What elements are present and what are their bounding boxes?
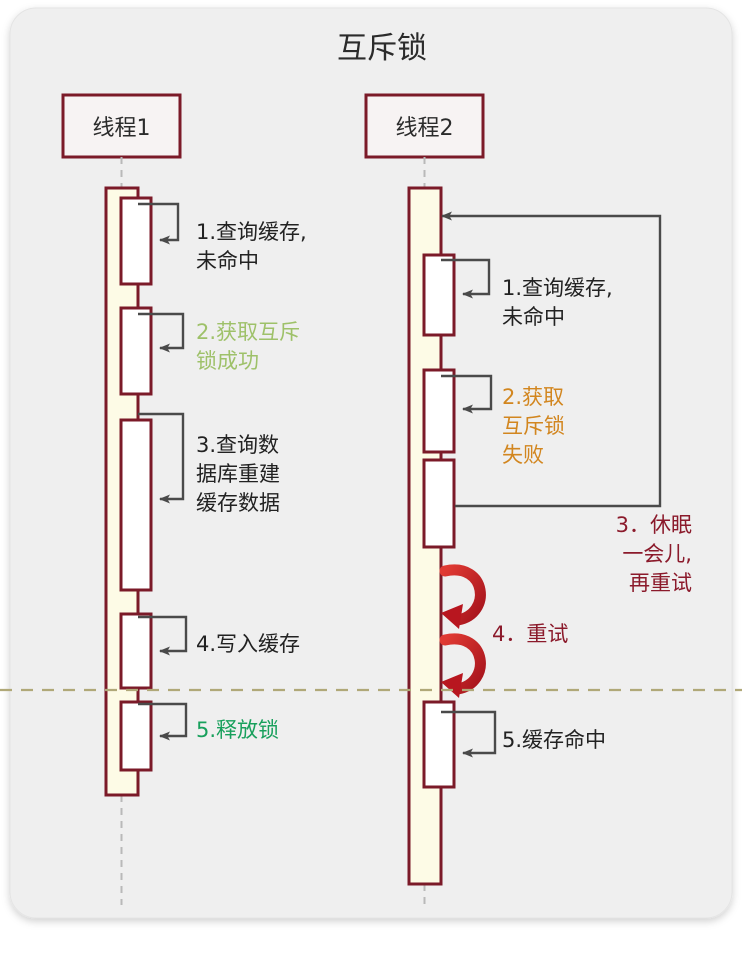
page-title: 互斥锁 <box>337 31 427 66</box>
step-line: 互斥锁 <box>502 414 565 438</box>
step-line: 一会儿, <box>622 542 692 566</box>
self-call-thread-2-step-5 <box>441 710 497 758</box>
step-line: 1.查询缓存, <box>502 276 613 300</box>
retry-loop-arrow-thread-2 <box>441 211 662 508</box>
activation-thread-2-step-1 <box>422 253 456 337</box>
label-thread-1-step-3: 3.查询数 据库重建 缓存数据 <box>196 433 280 515</box>
actor-label: 线程2 <box>396 116 454 141</box>
step-line: 失败 <box>502 443 544 467</box>
step-line: 3.查询数 <box>196 433 279 457</box>
activation-thread-1-step-3 <box>119 418 153 592</box>
step-line: 2.获取 <box>502 385 564 409</box>
label-thread-2-step-4: 4．重试 <box>492 622 568 646</box>
label-thread-2-step-1: 1.查询缓存, 未命中 <box>502 276 613 329</box>
label-thread-1-step-1: 1.查询缓存, 未命中 <box>196 220 307 273</box>
step-line: 3．休眠 <box>616 513 692 537</box>
actor-label: 线程1 <box>93 116 151 141</box>
activation-thread-2-step-5 <box>422 700 456 789</box>
step-line: 缓存数据 <box>196 491 280 515</box>
actor-thread-2[interactable]: 线程2 <box>364 93 485 159</box>
activation-thread-1-step-5 <box>119 700 153 772</box>
label-thread-2-step-3: 3．休眠 一会儿, 再重试 <box>616 513 692 595</box>
step-line: 4.写入缓存 <box>196 632 300 656</box>
self-call-thread-1-step-1 <box>138 202 180 245</box>
self-call-thread-1-step-5 <box>138 702 188 741</box>
step-line: 锁成功 <box>196 349 259 373</box>
self-call-thread-2-step-1 <box>441 258 491 299</box>
step-line: 2.获取互斥 <box>196 320 300 344</box>
step-line: 5.缓存命中 <box>502 728 606 752</box>
label-thread-2-step-2: 2.获取 互斥锁 失败 <box>502 385 565 467</box>
step-line: 1.查询缓存, <box>196 220 307 244</box>
activation-thread-1-step-1 <box>119 196 153 286</box>
self-call-thread-1-step-4 <box>138 615 188 656</box>
label-thread-1-step-2: 2.获取互斥 锁成功 <box>196 320 300 373</box>
step-line: 据库重建 <box>196 462 280 486</box>
activation-thread-2-step-3 <box>422 458 456 549</box>
self-call-thread-2-step-2 <box>441 374 493 414</box>
actor-thread-1[interactable]: 线程1 <box>61 93 182 159</box>
label-thread-1-step-5: 5.释放锁 <box>196 718 279 742</box>
self-call-thread-1-step-2 <box>138 312 185 353</box>
step-line: 再重试 <box>629 571 692 595</box>
step-line: 未命中 <box>502 305 565 329</box>
retry-curved-arrow-1 <box>439 564 486 629</box>
activation-thread-2-step-2 <box>422 368 456 454</box>
retry-curved-arrow-2 <box>439 633 486 698</box>
activation-thread-1-step-2 <box>119 306 153 396</box>
label-thread-1-step-4: 4.写入缓存 <box>196 632 300 656</box>
step-line: 未命中 <box>196 249 259 273</box>
step-line: 5.释放锁 <box>196 718 279 742</box>
activation-thread-1-step-4 <box>119 612 153 690</box>
step-line: 4．重试 <box>492 622 568 646</box>
self-call-thread-1-step-3 <box>138 412 185 504</box>
label-thread-2-step-5: 5.缓存命中 <box>502 728 606 752</box>
actor-box[interactable] <box>364 93 485 159</box>
